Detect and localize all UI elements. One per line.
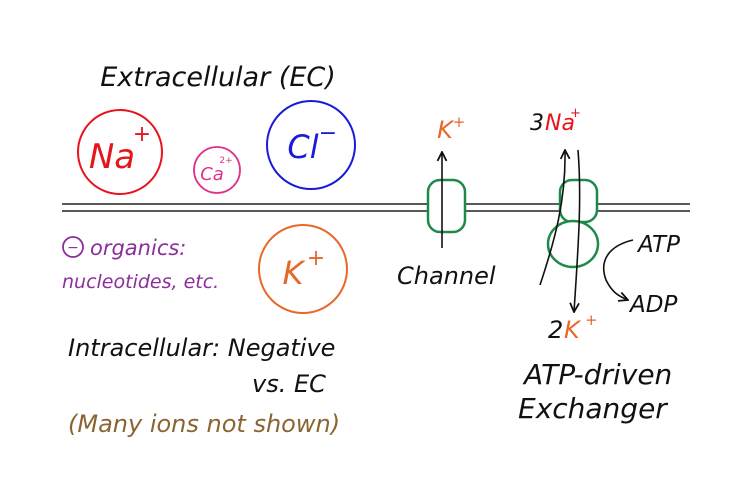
chloride-ion-label: Cl [287,128,318,166]
sodium-ion: Na + [77,109,163,195]
potassium-ion-circle [258,224,348,314]
potassium-influx-arrow [574,149,581,312]
intracellular-comparison: vs. EC [252,370,326,398]
ions-not-shown-note: (Many ions not shown) [68,410,340,438]
organics-minus-sign: − [67,240,79,256]
minus-circle-icon [62,236,84,258]
potassium-channel: K + Channel [397,113,496,290]
exchanger-sodium-charge: + [570,106,581,121]
exchanger-potassium-label: K [564,316,582,344]
channel-protein [426,178,467,234]
negative-organics: − organics: nucleotides, etc. [62,236,219,293]
cell-membrane [62,203,690,212]
calcium-ion: Ca 2+ [193,146,241,194]
exchanger-potassium-count: 2 [548,316,563,344]
sodium-ion-label: Na [89,137,135,177]
organics-examples: nucleotides, etc. [62,271,219,293]
channel-label: Channel [397,262,496,290]
channel-ion-label: K [437,116,455,144]
potassium-ion-charge: + [307,246,325,271]
calcium-ion-label: Ca [200,164,224,185]
atp-hydrolysis-arrow [602,239,634,300]
exchanger-transmembrane-domain [558,178,599,224]
potassium-ion-label: K [283,254,307,292]
exchanger-label-line2: Exchanger [518,392,668,425]
extracellular-title: Extracellular (EC) [100,62,336,93]
channel-ion-charge: + [453,113,466,131]
adp-label: ADP [628,292,677,318]
sodium-ion-circle [77,109,163,195]
exchanger-atpase-domain [546,219,600,269]
chloride-ion-charge: − [319,121,337,146]
intracellular-label: Intracellular: Negative [68,334,335,362]
potassium-ion: K + [258,224,348,314]
calcium-ion-charge: 2+ [219,156,232,166]
organics-label: organics: [90,236,186,260]
exchanger-label-line1: ATP-driven [522,358,672,391]
exchanger-sodium-count: 3 [530,111,544,136]
calcium-ion-circle [193,146,241,194]
atp-driven-exchanger: 3 Na + ATP ADP 2 K + ATP-driven Exchange… [518,106,680,425]
exchanger-sodium-label: Na [545,111,575,136]
exchanger-potassium-charge: + [585,311,598,329]
atp-label: ATP [636,232,680,258]
chloride-ion-circle [266,100,356,190]
sodium-ion-charge: + [133,122,151,147]
chloride-ion: Cl − [266,100,356,190]
sodium-efflux-arrow [539,150,565,286]
